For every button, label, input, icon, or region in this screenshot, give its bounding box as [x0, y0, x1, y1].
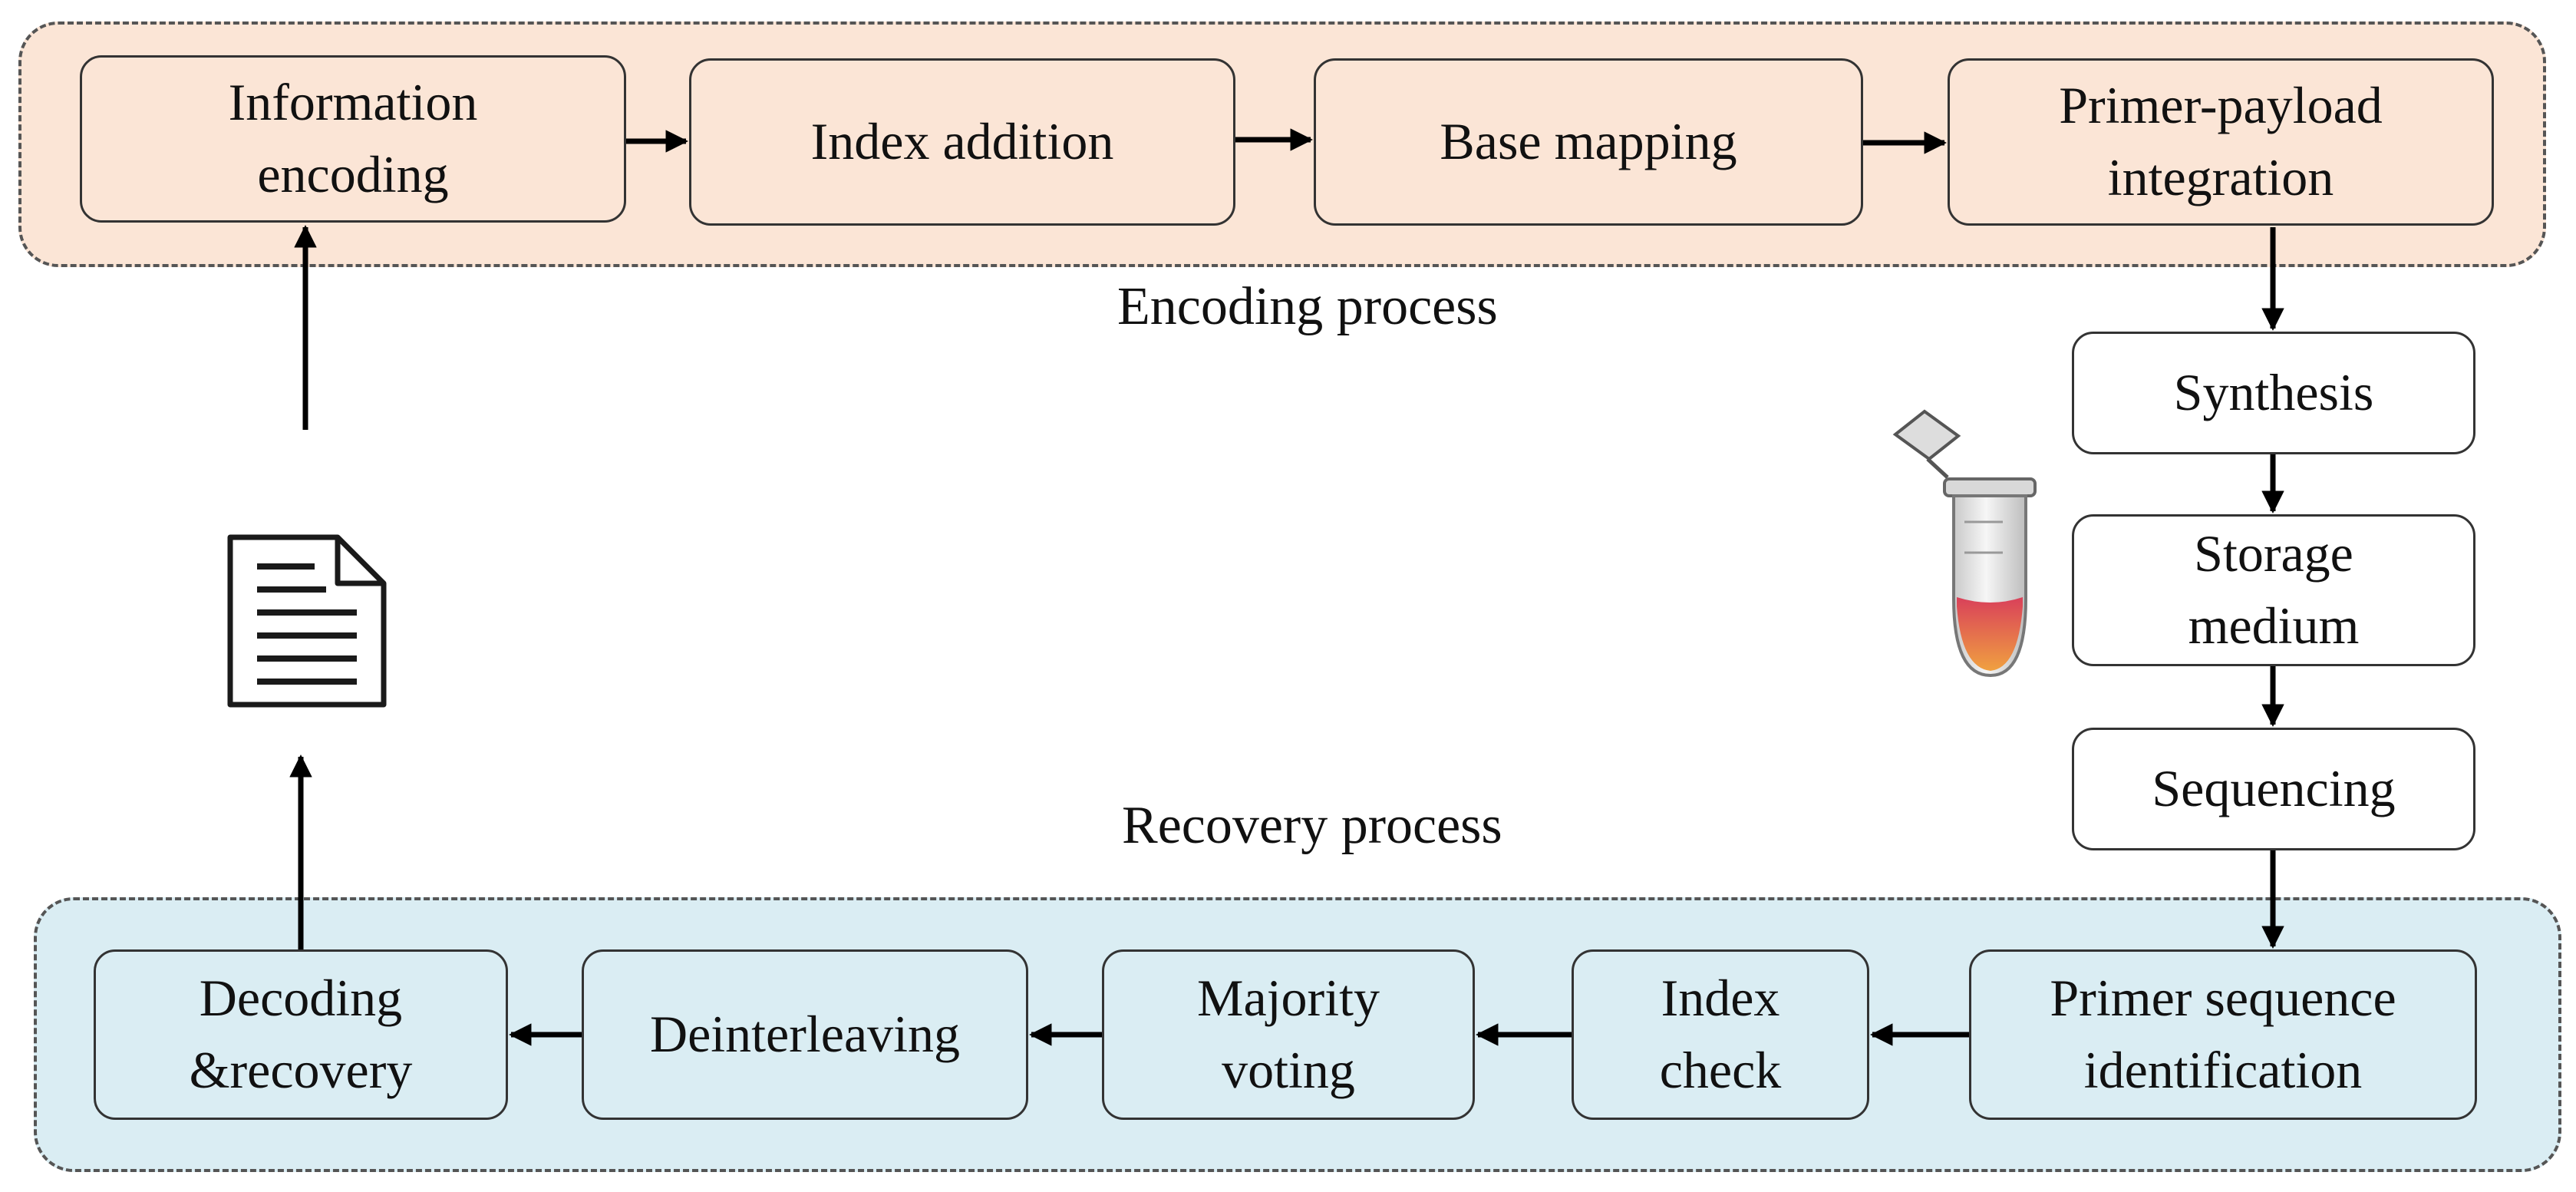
synthesis-box: Synthesis — [2072, 332, 2475, 454]
information-encoding-box: Information encoding — [80, 55, 626, 223]
majority-voting-box: Majority voting — [1102, 949, 1475, 1120]
encoding-process-caption: Encoding process — [1117, 277, 1498, 336]
deinterleaving-box: Deinterleaving — [582, 949, 1028, 1120]
recovery-process-caption: Recovery process — [1122, 796, 1502, 855]
sequencing-box: Sequencing — [2072, 728, 2475, 850]
index-addition-box: Index addition — [689, 58, 1235, 226]
primer-payload-integration-box: Primer-payload integration — [1948, 58, 2494, 226]
decoding-recovery-box: Decoding &recovery — [94, 949, 508, 1120]
document-icon — [227, 534, 387, 708]
index-check-box: Index check — [1572, 949, 1869, 1120]
test-tube-icon — [1892, 409, 2037, 678]
base-mapping-box: Base mapping — [1314, 58, 1863, 226]
storage-medium-box: Storage medium — [2072, 514, 2475, 666]
primer-sequence-identification-box: Primer sequence identification — [1969, 949, 2477, 1120]
